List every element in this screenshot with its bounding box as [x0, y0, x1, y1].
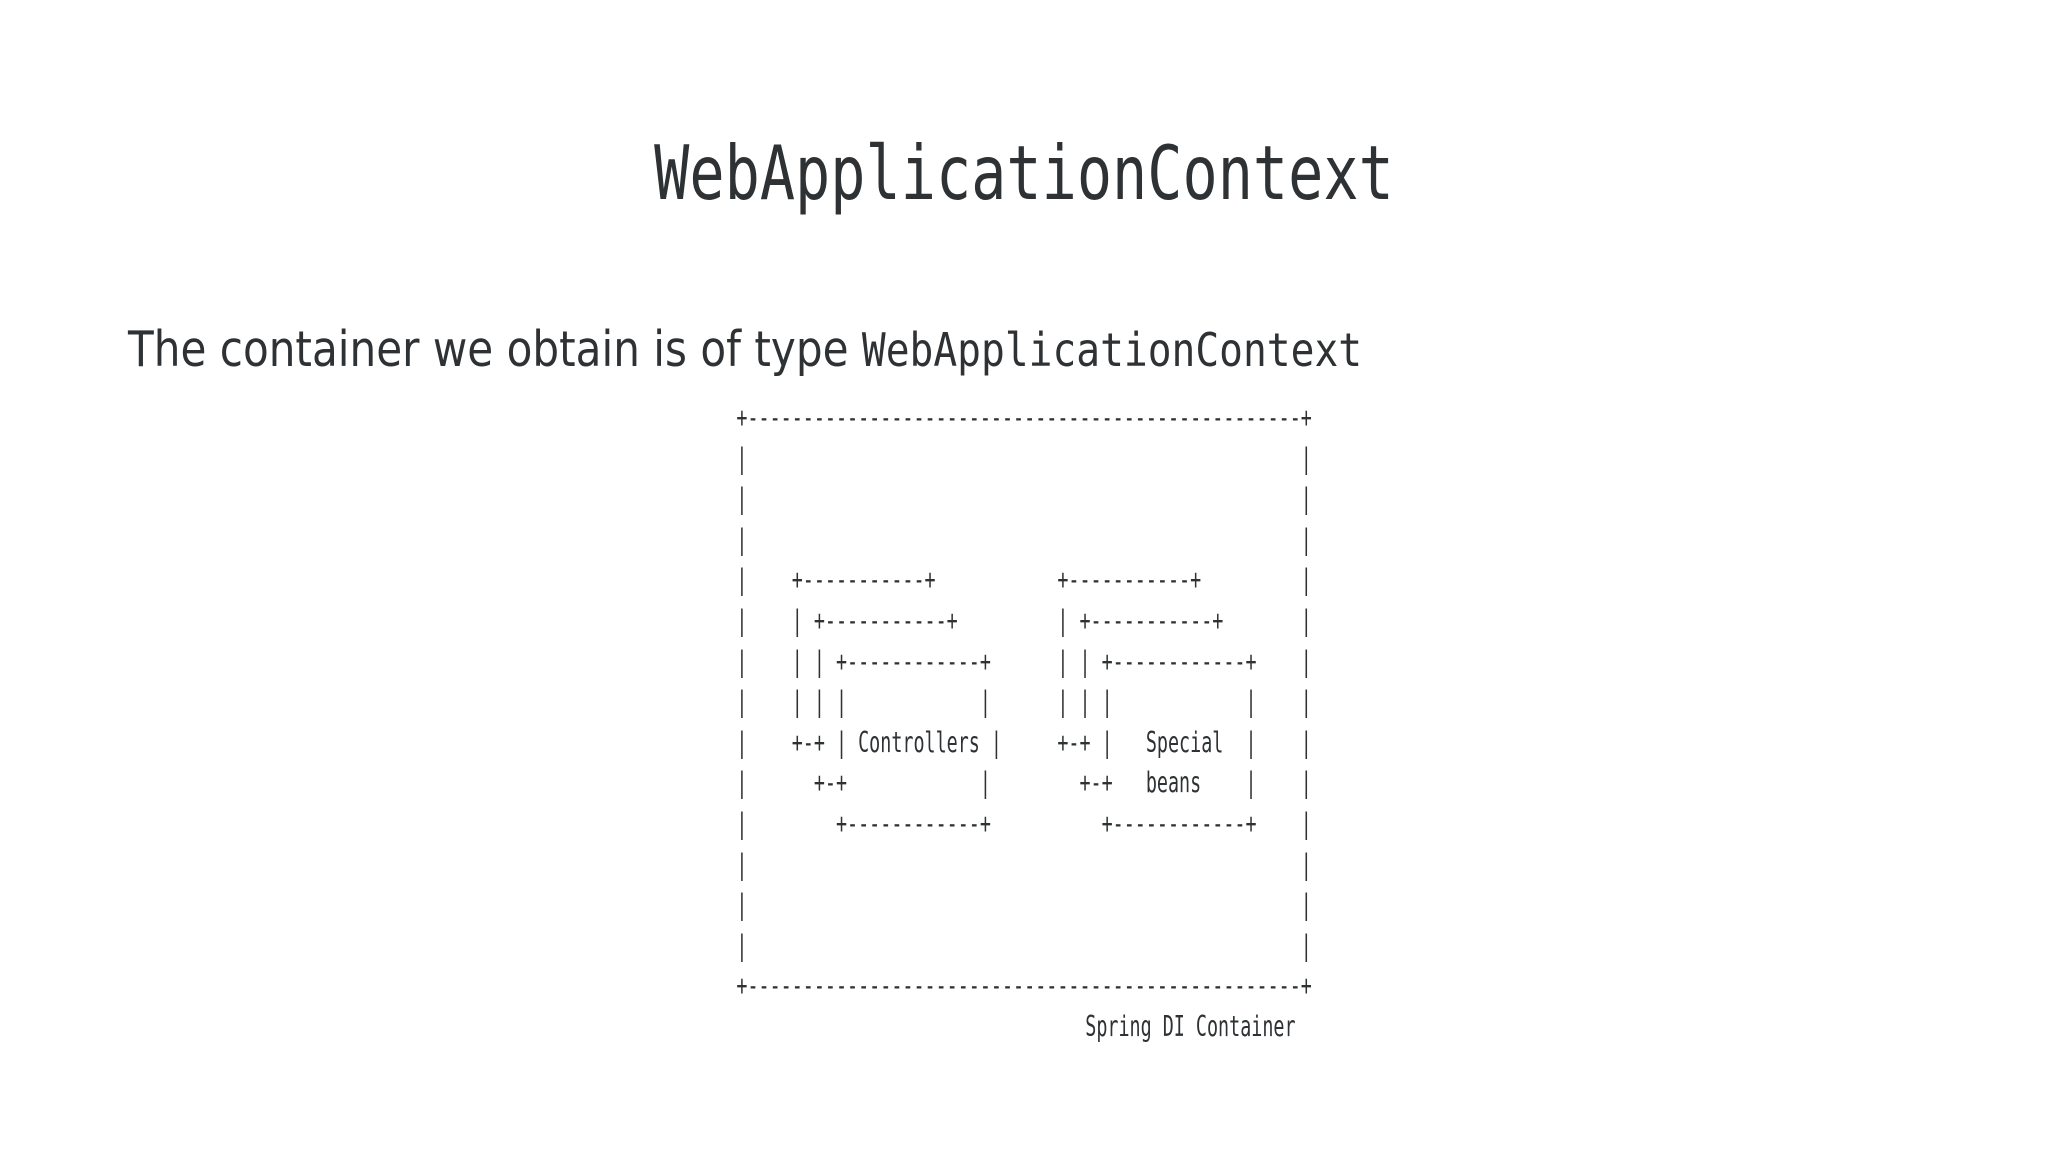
diagram-container: +---------------------------------------…	[0, 398, 2048, 1048]
subtitle-lead-text: The container we obtain is of type	[128, 321, 862, 378]
ascii-diagram: +---------------------------------------…	[736, 401, 1312, 1003]
subtitle-code-term: WebApplicationContext	[861, 323, 1363, 377]
page-title: WebApplicationContext	[654, 129, 1394, 218]
diagram-caption: Spring DI Container	[752, 1009, 1296, 1043]
slide-subtitle: The container we obtain is of type WebAp…	[128, 323, 1676, 377]
